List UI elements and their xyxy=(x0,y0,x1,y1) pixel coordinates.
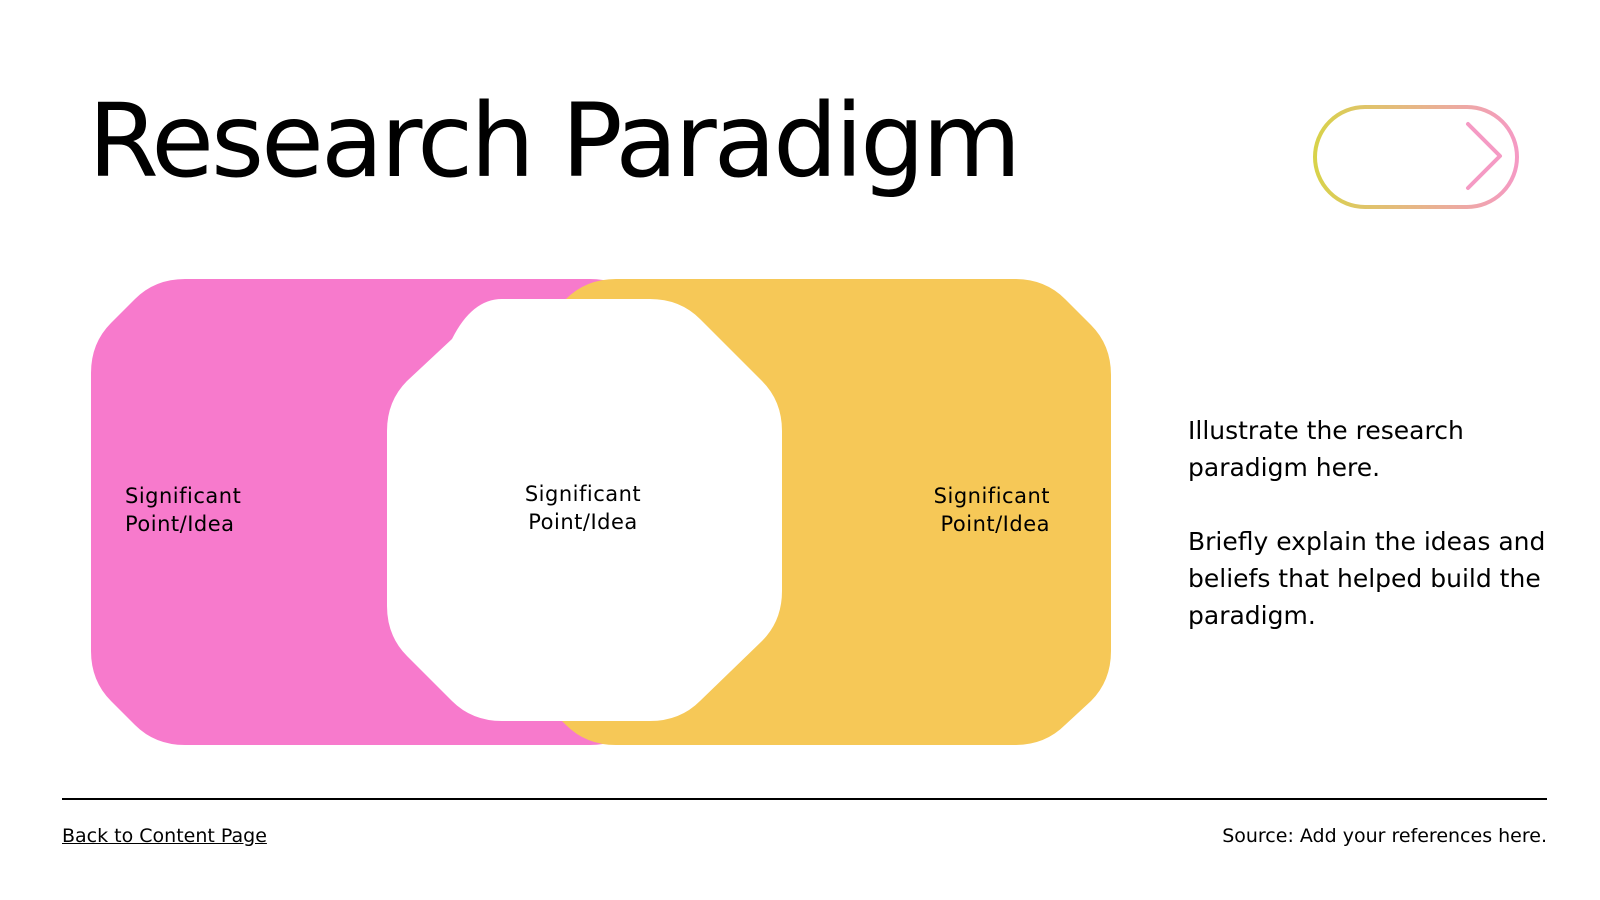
node-label-right-line2: Point/Idea xyxy=(940,512,1050,536)
arrow-head xyxy=(1466,122,1502,190)
node-label-center-line1: Significant xyxy=(524,482,642,506)
description-paragraph-2: Briefly explain the ideas and beliefs th… xyxy=(1188,527,1546,630)
arrow-right-icon xyxy=(1313,105,1519,209)
node-label-left-line1: Significant xyxy=(125,484,242,508)
source-note: Source: Add your references here. xyxy=(1222,825,1547,847)
page-title: Research Paradigm xyxy=(88,82,1021,201)
footer-divider xyxy=(62,798,1547,800)
node-label-right-line1: Significant xyxy=(933,484,1050,508)
description-text: Illustrate the research paradigm here. B… xyxy=(1188,412,1548,634)
next-slide-button[interactable] xyxy=(1312,104,1522,210)
node-label-center-line2: Point/Idea xyxy=(528,510,638,534)
node-label-left: Significant Point/Idea xyxy=(125,482,241,538)
next-button-outline xyxy=(1313,105,1519,209)
description-paragraph-1: Illustrate the research paradigm here. xyxy=(1188,416,1464,482)
node-label-right: Significant Point/Idea xyxy=(900,482,1050,538)
node-label-center: Significant Point/Idea xyxy=(468,480,698,536)
node-label-left-line2: Point/Idea xyxy=(125,512,235,536)
back-to-content-link[interactable]: Back to Content Page xyxy=(62,825,267,847)
